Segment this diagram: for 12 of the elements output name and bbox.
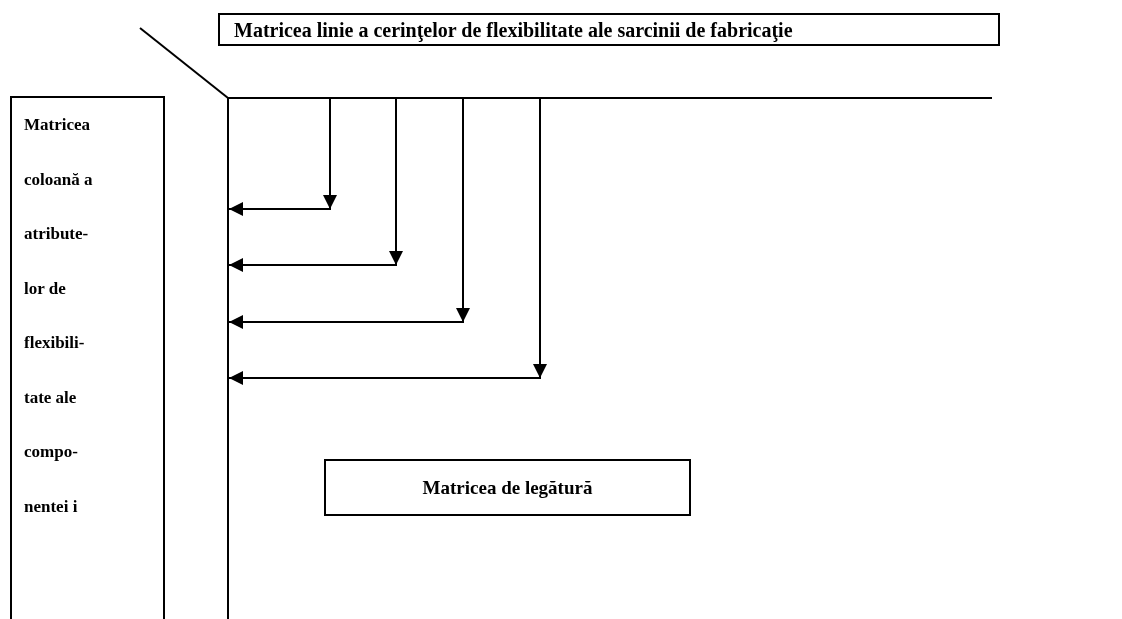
- column-matrix-box: [10, 96, 165, 619]
- title-box: [218, 13, 1000, 46]
- box-title: Matricea linie a cerinţelor de flexibilitate ale sarcinii de fabricaţie: [234, 19, 794, 42]
- arrow: [228, 98, 337, 216]
- link-matrix-box: [324, 459, 691, 516]
- arrow: [228, 98, 547, 385]
- arrow: [228, 98, 470, 329]
- arrow: [228, 98, 403, 272]
- box-title: Matricea coloană a atribute- lor de flexibili- tate ale compo- nentei i: [24, 114, 94, 518]
- row-axis-line: [228, 97, 992, 99]
- column-axis-line: [227, 98, 229, 619]
- box-title: Matricea de legătură: [422, 476, 593, 499]
